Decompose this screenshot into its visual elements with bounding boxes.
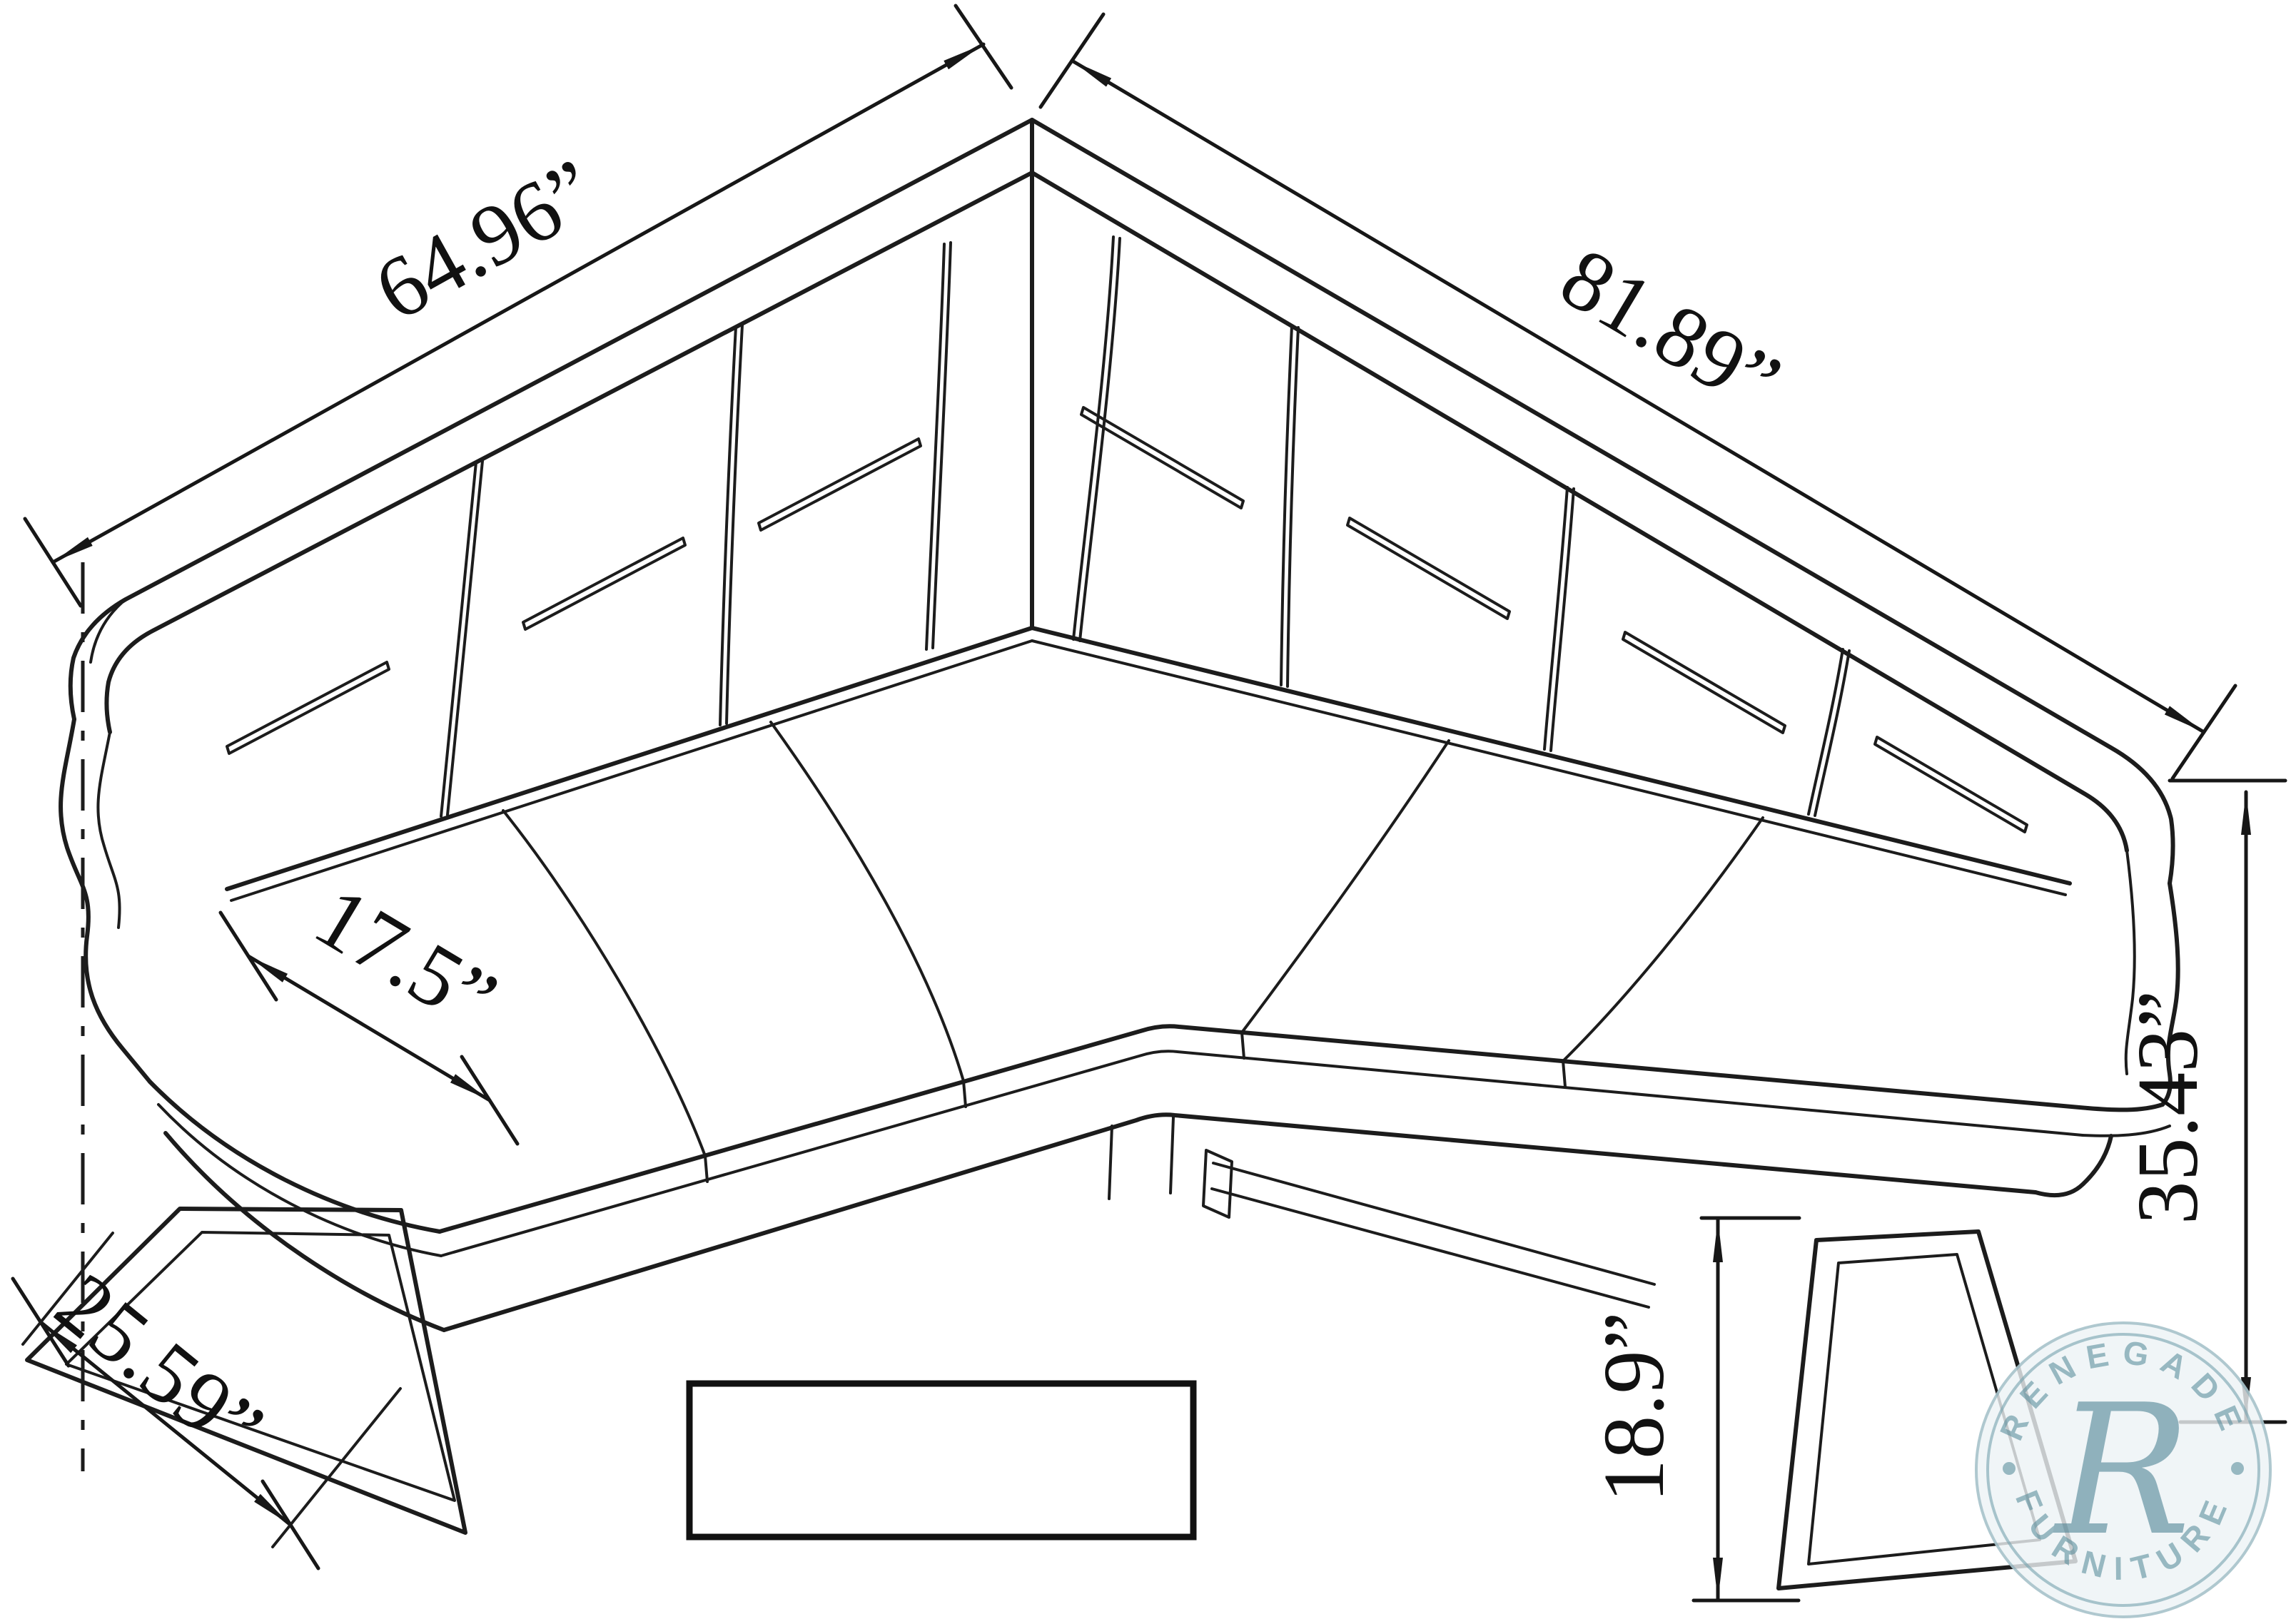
- left-back-slot-3: [757, 437, 922, 532]
- right-arm-profile-outer: [2160, 881, 2180, 1107]
- right-back-slot-3: [1622, 631, 1786, 734]
- dim-ext-25-left: [21, 1232, 114, 1346]
- watermark-monogram: R: [2053, 1366, 2191, 1575]
- corner-support: [1108, 1116, 1656, 1309]
- corner-support-post-1: [1108, 1125, 1113, 1200]
- right-arm-bottom-curl: [2033, 1134, 2113, 1198]
- dim-tick-17-left: [218, 910, 278, 1002]
- left-leg-outer: [25, 1207, 467, 1535]
- watermark-dot-left: [2003, 1462, 2016, 1475]
- dim-label-overall-height: 35.43”: [2120, 990, 2216, 1225]
- right-arm-front-piping: [2081, 1125, 2171, 1137]
- dim-tick-81-left: [1038, 12, 1106, 109]
- right-corner-seam-b: [1078, 237, 1121, 642]
- right-back-seam-2b: [1549, 487, 1575, 752]
- right-back-seam-3b: [1814, 649, 1851, 817]
- label-box: [686, 1380, 1197, 1541]
- left-arm-end: [59, 717, 446, 1332]
- right-back-slot-2: [1346, 517, 1511, 620]
- dim-label-seat-height: 18.9”: [1586, 1311, 1682, 1503]
- left-seat-seam-2: [769, 721, 965, 1082]
- dimension-seat-depth: 17.5”: [218, 868, 520, 1146]
- left-base-bottom-curve: [163, 1131, 446, 1332]
- left-seat-seam-1: [502, 809, 707, 1157]
- right-back-slot-4: [1873, 736, 2028, 833]
- left-back-top-inner-edge: [104, 171, 1034, 734]
- plinth-tab: [1202, 1149, 1233, 1219]
- left-leg-frame: [25, 1207, 467, 1535]
- seat-surfaces: [438, 721, 2090, 1332]
- corner-support-post-2: [1169, 1116, 1175, 1194]
- dim-ext-25-right: [271, 1387, 402, 1548]
- left-back-seam-1: [446, 460, 484, 816]
- left-back-slot-1: [226, 661, 390, 755]
- right-arm-profile-inner: [2124, 849, 2136, 1075]
- dimension-seat-height: 18.9”: [1586, 1216, 1801, 1603]
- left-seat-seam-1-face: [704, 1154, 709, 1183]
- left-arm-front-sweep: [148, 1080, 442, 1234]
- left-arm-cap-inner-line: [89, 598, 127, 664]
- watermark-outer-circle: [1975, 1321, 2272, 1618]
- dim-label-right-width: 81.89”: [1545, 229, 1796, 432]
- left-back-slot-2: [522, 537, 687, 631]
- dim-label-left-width: 64.96”: [360, 141, 612, 340]
- right-back-top-inner-edge: [1030, 171, 2129, 853]
- left-back-top-outer-edge: [68, 118, 1034, 721]
- watermark-badge: RENEGADE FURNITURE R: [1975, 1321, 2272, 1618]
- dim-tick-64-left: [23, 517, 83, 608]
- right-cushion-back-edge: [1031, 639, 2067, 896]
- right-plinth-line-1: [1212, 1162, 1656, 1286]
- left-seat-back-junction: [225, 626, 1034, 891]
- right-seat-seam-1-face: [1240, 1031, 1245, 1060]
- left-back-seam-1b: [440, 461, 477, 818]
- dimension-left-width: 64.96”: [23, 4, 1013, 608]
- right-arm-end: [2033, 849, 2180, 1198]
- base-bottom-edge: [442, 1112, 2038, 1332]
- watermark-dot-right: [2231, 1462, 2244, 1475]
- watermark-inner-circle: [1986, 1333, 2260, 1607]
- left-arm-front-piping: [157, 1103, 442, 1257]
- left-arm-profile-inner: [96, 731, 121, 929]
- right-seat-seam-1: [1240, 739, 1450, 1034]
- dimension-overall-height: 35.43”: [2120, 778, 2287, 1424]
- seat-front-piping: [440, 1050, 2084, 1257]
- left-seat-seam-2-face: [962, 1080, 967, 1108]
- dim-line-25: [39, 1320, 293, 1527]
- right-back-top-outer-edge: [1030, 118, 2175, 885]
- left-arm-profile-outer: [59, 717, 152, 1084]
- bench-line-art: [25, 118, 2180, 1590]
- right-arm-front-sweep: [2085, 1102, 2165, 1112]
- dim-tick-81-right: [2170, 684, 2237, 781]
- right-back-seam-3: [1807, 648, 1844, 816]
- dim-label-seat-depth: 17.5”: [299, 868, 512, 1049]
- right-corner-seam: [1072, 235, 1115, 641]
- left-back-seam-2: [725, 324, 744, 725]
- left-leg-inner: [65, 1231, 456, 1502]
- seat-front-top-edge: [438, 1024, 2090, 1234]
- dim-line-17: [246, 954, 492, 1102]
- right-plinth-line-2: [1210, 1187, 1650, 1309]
- right-seat-seam-2: [1562, 816, 1764, 1062]
- right-seat-seam-2-face: [1562, 1060, 1567, 1088]
- dim-tick-64-right: [954, 4, 1013, 90]
- dimension-right-width: 81.89”: [1038, 12, 2237, 781]
- dim-line-64: [51, 42, 986, 564]
- dimension-annotations: 64.96” 81.89” 17.5” 25.59” 35.43”: [11, 4, 2287, 1603]
- dim-line-81: [1070, 59, 2206, 734]
- dim-tick-17-right: [460, 1055, 520, 1146]
- left-cushion-back-edge: [230, 639, 1033, 902]
